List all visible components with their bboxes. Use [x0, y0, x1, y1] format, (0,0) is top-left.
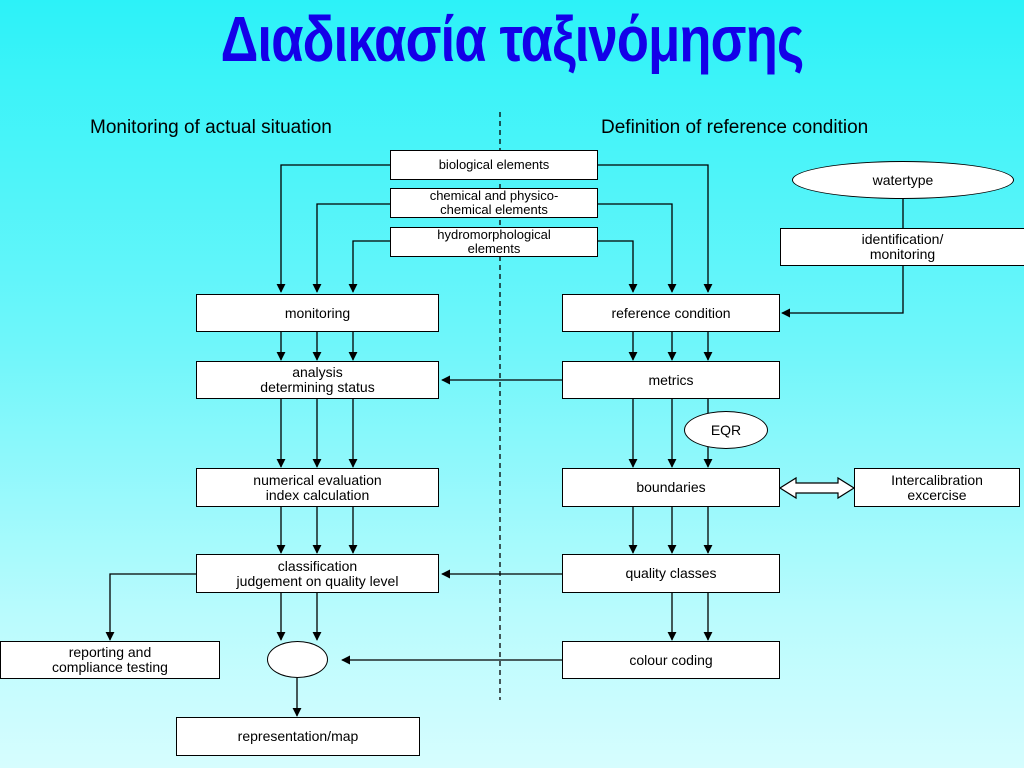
classification-box: classification judgement on quality leve… [196, 554, 439, 593]
arrow-chem-reference [598, 203, 677, 293]
boundaries-box: boundaries [562, 468, 780, 507]
representation-map-box: representation/map [176, 717, 420, 756]
arrow-hydro-reference [598, 240, 638, 293]
arrow-classification-reporting [105, 573, 196, 641]
identification-monitoring-box: identification/ monitoring [780, 228, 1024, 266]
hydromorphological-elements-box: hydromorphological elements [390, 227, 598, 257]
biological-elements-box: biological elements [390, 150, 598, 180]
arrow-bio-monitoring [276, 164, 390, 293]
analysis-box: analysis determining status [196, 361, 439, 399]
arrow-identification-reference [781, 266, 904, 318]
output-ellipse [267, 641, 328, 678]
reference-condition-box: reference condition [562, 294, 780, 332]
monitoring-box: monitoring [196, 294, 439, 332]
eqr-ellipse: EQR [684, 411, 768, 449]
reporting-box: reporting and compliance testing [0, 641, 220, 679]
colour-coding-box: colour coding [562, 641, 780, 679]
arrow-hydro-monitoring [348, 240, 390, 293]
left-column-header: Monitoring of actual situation [90, 117, 332, 138]
quality-classes-box: quality classes [562, 554, 780, 593]
metrics-box: metrics [562, 361, 780, 399]
arrow-bio-reference [598, 164, 713, 293]
watertype-ellipse: watertype [792, 161, 1014, 199]
slide-title: Διαδικασία ταξινόμησης [220, 3, 805, 75]
arrow-chem-monitoring [312, 203, 390, 293]
numerical-evaluation-box: numerical evaluation index calculation [196, 468, 439, 507]
right-column-header: Definition of reference condition [601, 117, 869, 138]
intercalibration-box: Intercalibration excercise [854, 468, 1020, 507]
chemical-elements-box: chemical and physico- chemical elements [390, 188, 598, 218]
double-arrow-boundaries-intercalibration [778, 476, 856, 500]
